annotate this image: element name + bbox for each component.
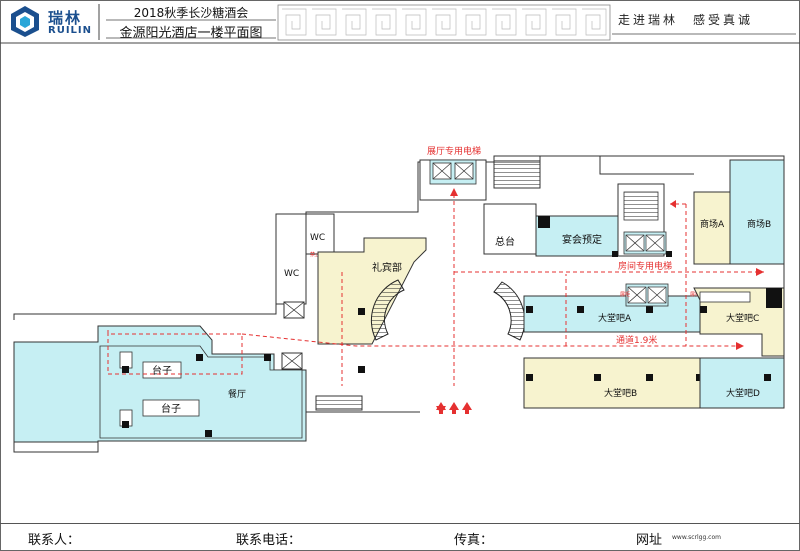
lobby-bar-c-label: 大堂吧C [726,312,759,324]
wc-upper-block [305,213,335,255]
wc-lower-label: WC [284,269,299,279]
spiral-stair-left [370,279,405,341]
slogan: 走进瑞林 感受真诚 [618,13,754,27]
logo-text-en: RUILIN [48,25,93,36]
stairwell-top [493,155,541,189]
pillar [646,306,653,313]
pillar [526,374,533,381]
counter-box [119,351,133,369]
pillar [122,421,129,428]
room-elevator-label: 房间专用电梯 [618,260,672,272]
wc-lower-block [275,213,307,305]
lobby-bar-b [523,357,701,409]
restaurant-label: 餐厅 [228,388,246,400]
lobby-bar-b-label: 大堂吧B [604,387,637,399]
elevator-note-left: 展柜 [620,291,630,298]
fax-label: 传真： [454,533,494,548]
entrance-arrows [436,402,472,414]
floor-plan-title: 金源阳光酒店一楼平面图 [119,26,263,41]
stage-1-label: 台子 [152,364,172,377]
spiral-stair-right [493,281,526,341]
pillar [764,374,771,381]
header: 瑞林 RUILIN 2018秋季长沙糖酒会 金源阳光酒店一楼平面图 走进瑞林 感… [0,0,800,44]
logo-text-cn: 瑞林 [48,9,83,27]
pillar [358,308,365,315]
restaurant-area [13,325,307,443]
pillar [358,366,365,373]
banquet-booking-label: 宴会预定 [562,233,602,246]
logo-mark-icon [11,6,39,37]
pillar [196,354,203,361]
shop-b-label: 商场B [747,218,771,230]
stage-2-label: 台子 [161,402,181,415]
wc-upper-label: WC [310,233,325,243]
lobby-bar-c [693,287,785,357]
route-paths [107,194,764,386]
front-desk-label: 总台 [495,235,515,248]
floor-plan: 台子 台子 餐厅 WC WC 禁止扫码 礼宾部 展厅专用电梯 总台 [13,145,785,453]
front-desk-block [483,203,537,255]
pillar [526,306,533,313]
pillar [577,306,584,313]
pillar [700,306,707,313]
contact-label: 联系人： [28,533,81,548]
lobby-bar-d [699,357,785,409]
reception-label: 礼宾部 [372,261,402,274]
meander-pattern [282,8,607,36]
shop-b [729,159,785,265]
pillar [205,430,212,437]
pillar [122,366,129,373]
corridor-width-label: 通道1.9米 [616,334,657,346]
shop-a-label: 商场A [700,218,725,230]
website-url[interactable]: www.scrlgg.com [672,534,721,541]
exhibition-elevator-label: 展厅专用电梯 [427,145,481,157]
shop-a [693,191,731,265]
lobby-bar-a [523,295,701,333]
lobby-bar-a-label: 大堂吧A [598,312,632,324]
pillar [646,374,653,381]
event-title: 2018秋季长沙糖酒会 [133,6,249,20]
pillar [264,354,271,361]
website-label: 网址 [636,533,663,548]
lobby-bar-d-label: 大堂吧D [726,387,760,399]
elevator-note-right: 展柜 [690,291,700,298]
footer-rule [0,523,800,524]
phone-label: 联系电话： [236,533,302,548]
stairwell-bottom [315,395,363,411]
ruilin-logo: 瑞林 RUILIN [8,4,92,38]
pillar [594,374,601,381]
header-decoration [0,4,800,44]
stage-2 [142,399,200,417]
